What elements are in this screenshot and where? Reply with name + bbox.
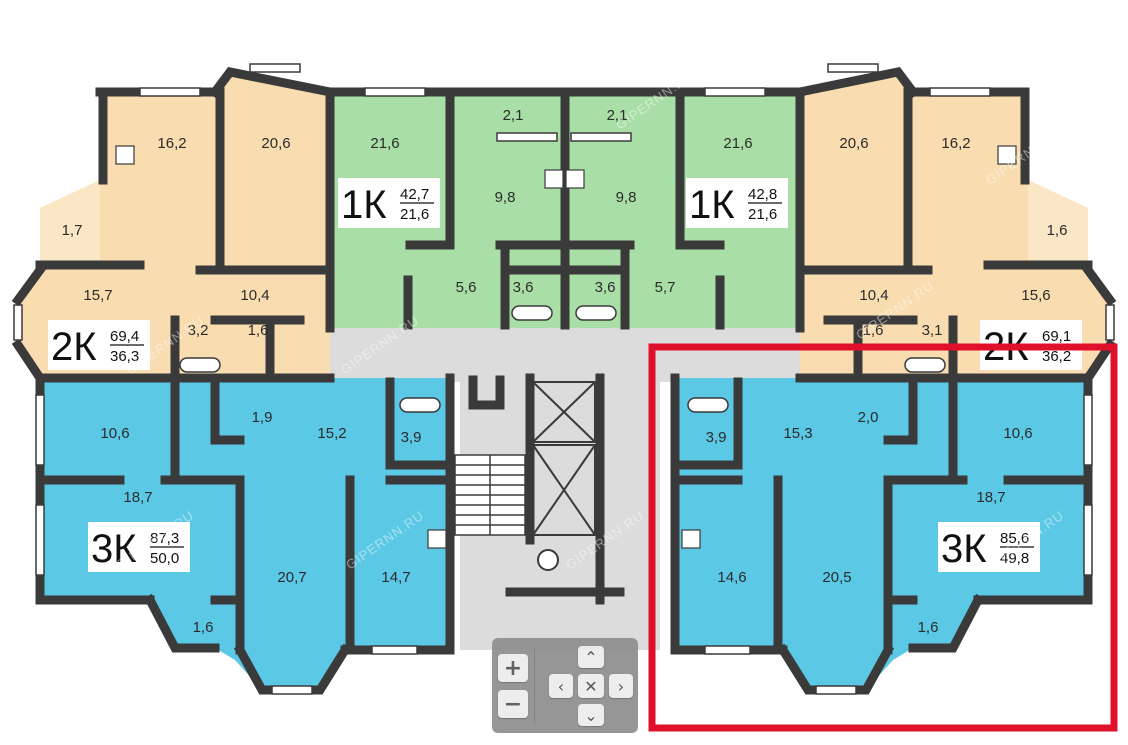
apartment-tag-3k-left[interactable]: 3К 87,3 50,0 <box>88 522 190 572</box>
control-divider <box>534 648 535 724</box>
apartment-room-count: 1К <box>341 183 387 227</box>
room-area-label: 16,2 <box>157 135 186 152</box>
room-area-label: 15,7 <box>83 287 112 304</box>
room-area-label: 21,6 <box>370 135 399 152</box>
pan-right-button[interactable]: › <box>609 674 633 698</box>
map-navigation-control: + − ⌃ ‹ ✕ › ⌄ <box>492 638 638 733</box>
room-area-label: 9,8 <box>616 189 637 206</box>
staircase <box>454 454 526 536</box>
room-area-label: 10,6 <box>100 425 129 442</box>
zoom-in-button[interactable]: + <box>498 654 528 682</box>
elevator-shafts <box>532 381 596 571</box>
room-area-label: 9,8 <box>495 189 516 206</box>
balcony-left-top <box>40 180 100 262</box>
apartment-total-area: 87,3 <box>150 530 179 547</box>
room-area-label: 2,1 <box>503 107 524 124</box>
apartment-room-count: 2К <box>51 325 97 369</box>
apartment-living-area: 21,6 <box>400 206 429 223</box>
apartment-2k-right-area <box>800 72 1110 378</box>
apartment-room-count: 1К <box>689 183 735 227</box>
apartment-tag-1k-left[interactable]: 1К 42,7 21,6 <box>338 178 440 228</box>
room-area-label: 15,2 <box>317 425 346 442</box>
apartment-room-count: 3К <box>941 527 987 571</box>
room-area-label: 3,9 <box>706 429 727 446</box>
room-area-label: 1,7 <box>62 222 83 239</box>
room-area-label: 3,9 <box>401 429 422 446</box>
room-area-label: 16,2 <box>941 135 970 152</box>
room-area-label: 3,6 <box>595 279 616 296</box>
apartment-total-area: 69,1 <box>1042 328 1071 345</box>
room-area-label: 3,6 <box>513 279 534 296</box>
apartment-room-count: 3К <box>91 527 137 571</box>
room-area-label: 20,6 <box>261 135 290 152</box>
room-area-label: 20,5 <box>822 569 851 586</box>
room-area-label: 18,7 <box>976 489 1005 506</box>
room-area-label: 5,6 <box>456 279 477 296</box>
apartment-living-area: 36,3 <box>110 348 139 365</box>
bathtubs <box>179 132 946 413</box>
apartment-total-area: 85,6 <box>1000 530 1029 547</box>
room-area-label: 10,6 <box>1003 425 1032 442</box>
room-area-label: 14,6 <box>717 569 746 586</box>
balcony-right-top <box>1028 180 1088 262</box>
room-area-label: 18,7 <box>123 489 152 506</box>
apartment-total-area: 69,4 <box>110 328 139 345</box>
room-area-label: 1,6 <box>918 619 939 636</box>
room-area-label: 2,1 <box>607 107 628 124</box>
room-area-label: 21,6 <box>723 135 752 152</box>
pan-up-button[interactable]: ⌃ <box>578 646 604 668</box>
selected-apartment-highlight <box>648 343 1118 732</box>
room-area-label: 1,6 <box>248 322 269 339</box>
apartment-living-area: 50,0 <box>150 550 179 567</box>
apartment-living-area: 36,2 <box>1042 348 1071 365</box>
room-area-label: 20,6 <box>839 135 868 152</box>
apartment-tag-1k-right[interactable]: 1К 42,8 21,6 <box>686 178 788 228</box>
room-area-label: 5,7 <box>655 279 676 296</box>
apartment-tag-3k-right[interactable]: 3К 85,6 49,8 <box>938 522 1040 572</box>
room-area-label: 3,1 <box>922 322 943 339</box>
room-area-label: 2,0 <box>858 409 879 426</box>
apartment-living-area: 49,8 <box>1000 550 1029 567</box>
room-area-label: 10,4 <box>859 287 888 304</box>
room-area-label: 1,9 <box>252 409 273 426</box>
room-area-label: 10,4 <box>240 287 269 304</box>
apartment-tag-2k-left[interactable]: 2К 69,4 36,3 <box>48 320 150 370</box>
apartment-2k-left-area <box>18 72 330 378</box>
apartment-total-area: 42,7 <box>400 186 429 203</box>
room-area-label: 3,2 <box>188 322 209 339</box>
room-area-labels: 16,2 20,6 21,6 2,1 2,1 21,6 20,6 16,2 1,7 9,8 9,8 1… <box>62 107 1068 636</box>
apartment-total-area: 42,8 <box>748 186 777 203</box>
apartment-living-area: 21,6 <box>748 206 777 223</box>
stove-icons <box>115 145 1017 549</box>
room-area-label: 1,6 <box>863 322 884 339</box>
pan-center-button[interactable]: ✕ <box>578 674 604 698</box>
pan-down-button[interactable]: ⌄ <box>578 704 604 726</box>
zoom-out-button[interactable]: − <box>498 690 528 718</box>
windows <box>13 63 1115 695</box>
room-area-label: 20,7 <box>277 569 306 586</box>
room-area-label: 15,3 <box>783 425 812 442</box>
room-area-label: 1,6 <box>1047 222 1068 239</box>
pan-left-button[interactable]: ‹ <box>549 674 573 698</box>
room-area-label: 1,6 <box>193 619 214 636</box>
room-area-label: 14,7 <box>381 569 410 586</box>
room-area-label: 15,6 <box>1021 287 1050 304</box>
